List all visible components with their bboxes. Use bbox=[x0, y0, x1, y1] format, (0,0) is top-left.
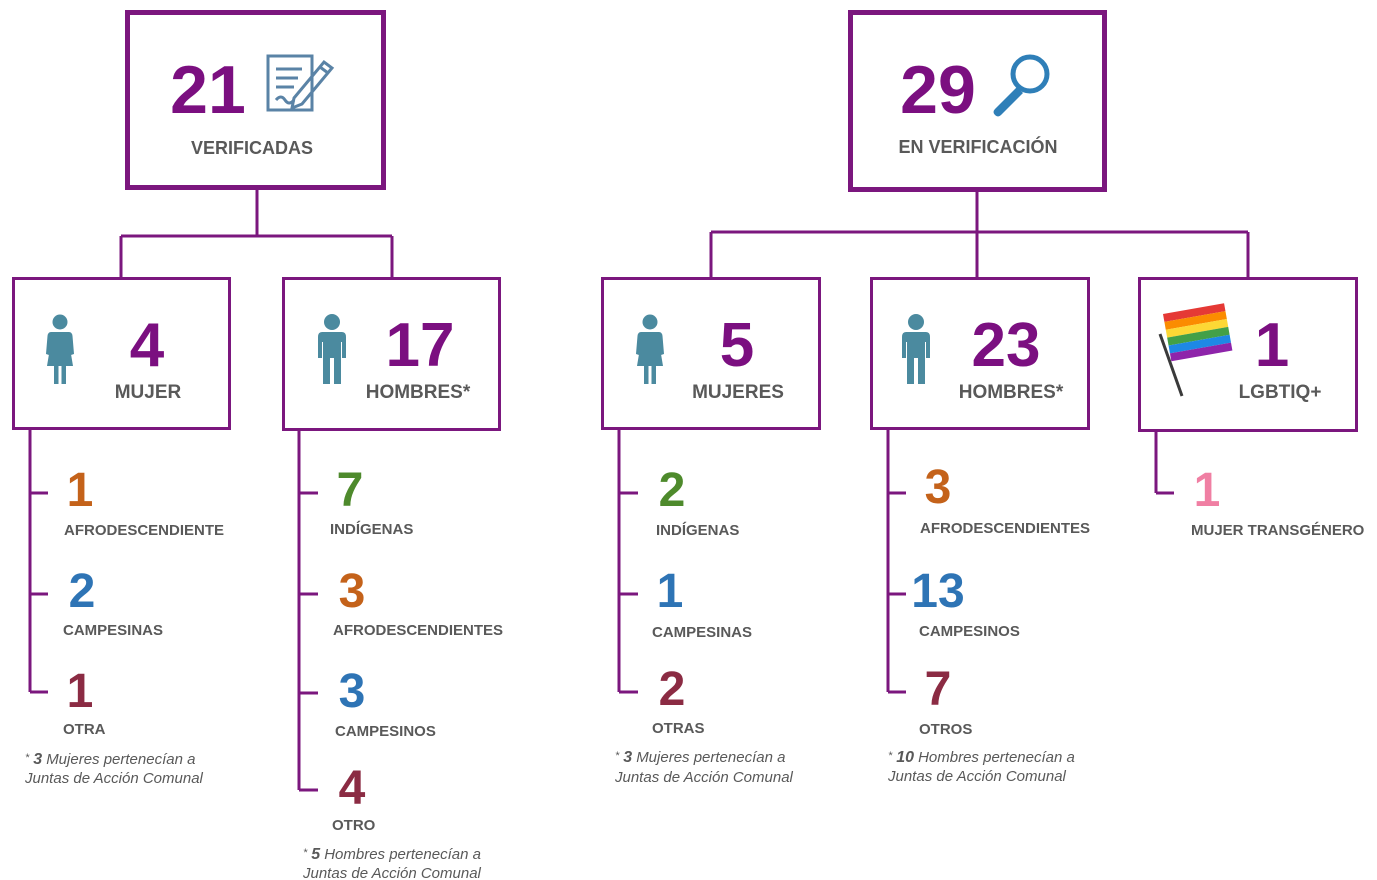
list-mujer-verificadas: 1 AFRODESCENDIENTE 2 CAMPESINAS 1 OTRA bbox=[63, 464, 224, 738]
bracket-hombres-verificadas bbox=[297, 430, 318, 792]
item-value: 1 bbox=[67, 665, 94, 718]
item-value: 13 bbox=[911, 565, 964, 618]
footnote-line2: Juntas de Acción Comunal bbox=[614, 769, 794, 786]
footnote-line2: Juntas de Acción Comunal bbox=[887, 768, 1067, 785]
item-label: AFRODESCENDIENTES bbox=[333, 622, 503, 639]
item-value: 2 bbox=[659, 464, 686, 517]
footnote-count: 3 bbox=[623, 749, 632, 766]
item-value: 2 bbox=[659, 663, 686, 716]
bracket-mujer-verificadas bbox=[28, 428, 48, 694]
item-value: 2 bbox=[69, 565, 96, 618]
box-hombres-verificadas: 17 HOMBRES* bbox=[282, 277, 501, 431]
count-lgbtiq: 1 bbox=[1255, 311, 1289, 380]
list-hombres-en-verificacion: 3 AFRODESCENDIENTES 13 CAMPESINOS 7 OTRO… bbox=[911, 461, 1090, 738]
footnote-line1: Hombres pertenecían a bbox=[918, 749, 1075, 766]
footnote-count: 10 bbox=[896, 749, 914, 766]
item-label: INDÍGENAS bbox=[656, 522, 739, 539]
label-mujeres-en-verificacion: MUJERES bbox=[692, 382, 784, 403]
item-label: AFRODESCENDIENTE bbox=[64, 522, 224, 539]
label-hombres-en-verificacion: HOMBRES* bbox=[959, 382, 1064, 403]
item-value: 3 bbox=[925, 461, 952, 514]
label-mujer-verificadas: MUJER bbox=[115, 382, 182, 403]
box-verificadas: 21 VERIFICADAS bbox=[125, 10, 386, 190]
item-label: OTROS bbox=[919, 721, 972, 738]
count-verificadas: 21 bbox=[170, 52, 246, 128]
list-hombres-verificadas: 7 INDÍGENAS 3 AFRODESCENDIENTES 3 CAMPES… bbox=[330, 464, 503, 834]
bracket-mujeres-en-verificacion bbox=[617, 428, 638, 694]
footnote-line1: Hombres pertenecían a bbox=[324, 846, 481, 863]
item-label: OTRA bbox=[63, 721, 106, 738]
footnote-line1: Mujeres pertenecían a bbox=[46, 751, 195, 768]
item-value: 1 bbox=[1194, 464, 1221, 517]
item-label: OTRO bbox=[332, 817, 376, 834]
footnote-star: * bbox=[888, 750, 893, 762]
box-mujeres-en-verificacion: 5 MUJERES bbox=[601, 277, 821, 430]
footnote-count: 3 bbox=[33, 751, 42, 768]
document-pen-icon bbox=[266, 54, 335, 112]
item-label: INDÍGENAS bbox=[330, 521, 413, 538]
connector-verificadas bbox=[119, 187, 394, 278]
label-en-verificacion: EN VERIFICACIÓN bbox=[898, 136, 1057, 157]
item-label: CAMPESINOS bbox=[919, 623, 1020, 640]
count-en-verificacion: 29 bbox=[900, 52, 976, 128]
list-lgbtiq: 1 MUJER TRANSGÉNERO bbox=[1191, 464, 1365, 539]
footnote-line2: Juntas de Acción Comunal bbox=[302, 865, 482, 880]
label-hombres-verificadas: HOMBRES* bbox=[366, 382, 471, 403]
box-mujer-verificadas: 4 MUJER bbox=[12, 277, 231, 430]
footnote-star: * bbox=[303, 847, 308, 859]
label-verificadas: VERIFICADAS bbox=[191, 138, 313, 158]
count-hombres-en-verificacion: 23 bbox=[972, 311, 1041, 380]
item-value: 1 bbox=[657, 565, 684, 618]
footnote-line1: Mujeres pertenecían a bbox=[636, 749, 785, 766]
item-label: MUJER TRANSGÉNERO bbox=[1191, 522, 1365, 539]
bracket-lgbtiq bbox=[1154, 430, 1174, 495]
item-label: CAMPESINOS bbox=[335, 723, 436, 740]
footnote-count: 5 bbox=[311, 846, 321, 863]
magnifier-icon bbox=[993, 54, 1050, 117]
item-label: CAMPESINAS bbox=[63, 622, 163, 639]
footnote-star: * bbox=[615, 750, 620, 762]
count-mujeres-en-verificacion: 5 bbox=[720, 311, 754, 380]
count-mujer-verificadas: 4 bbox=[130, 311, 165, 380]
item-value: 1 bbox=[67, 464, 94, 517]
list-mujeres-en-verificacion: 2 INDÍGENAS 1 CAMPESINAS 2 OTRAS bbox=[652, 464, 752, 737]
box-hombres-en-verificacion: 23 HOMBRES* bbox=[870, 277, 1090, 430]
item-value: 7 bbox=[337, 464, 364, 517]
item-value: 7 bbox=[925, 663, 952, 716]
item-value: 3 bbox=[339, 665, 366, 718]
item-value: 4 bbox=[339, 762, 366, 815]
connector-en-verificacion bbox=[709, 190, 1250, 278]
rainbow-flag-icon bbox=[1158, 303, 1233, 397]
label-lgbtiq: LGBTIQ+ bbox=[1239, 382, 1322, 403]
box-lgbtiq: 1 LGBTIQ+ bbox=[1138, 277, 1358, 432]
bracket-hombres-en-verificacion bbox=[886, 428, 906, 694]
item-value: 3 bbox=[339, 565, 366, 618]
item-label: AFRODESCENDIENTES bbox=[920, 520, 1090, 537]
item-label: OTRAS bbox=[652, 720, 705, 737]
footnote-star: * bbox=[25, 752, 30, 764]
item-label: CAMPESINAS bbox=[652, 624, 752, 641]
footnote-line2: Juntas de Acción Comunal bbox=[24, 770, 204, 787]
count-hombres-verificadas: 17 bbox=[386, 311, 455, 380]
box-en-verificacion: 29 EN VERIFICACIÓN bbox=[848, 10, 1107, 192]
